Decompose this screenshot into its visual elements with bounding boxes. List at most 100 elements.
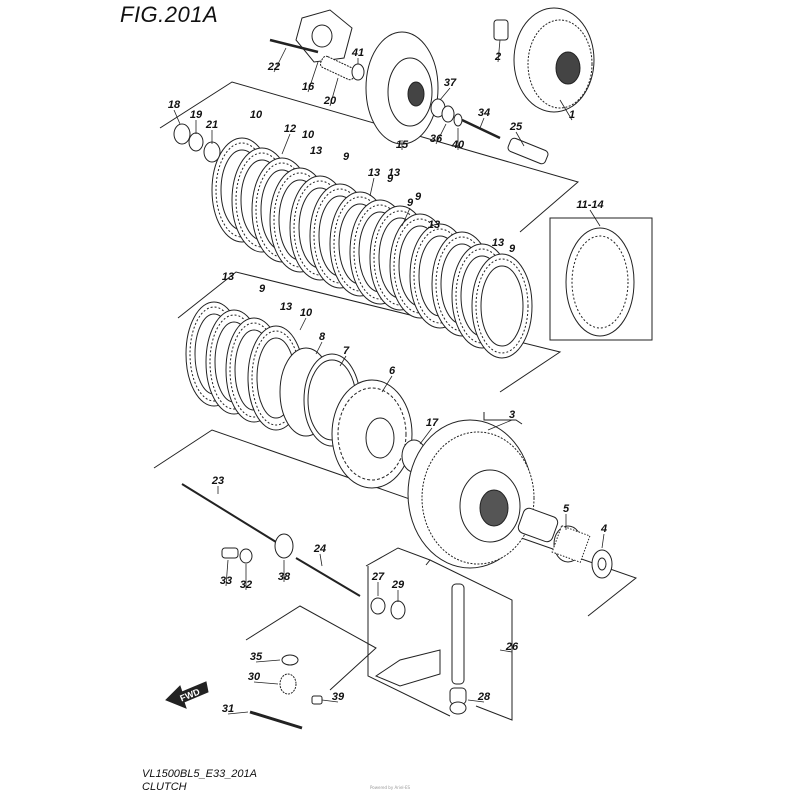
leader-10 (299, 317, 307, 331)
fwd-arrow: FWD (165, 681, 209, 709)
callout-29: 29 (391, 579, 405, 591)
leader-6 (381, 375, 393, 393)
ring-40 (453, 113, 463, 127)
callout-13-repeat-3: 13 (428, 219, 440, 231)
leader-37 (439, 87, 451, 101)
callout-5: 5 (563, 503, 570, 515)
callout-32: 32 (240, 579, 252, 591)
leader-33 (225, 559, 229, 587)
leader-lines (173, 39, 605, 715)
callout-15: 15 (396, 139, 409, 151)
callout-10-repeat-1: 10 (250, 109, 263, 121)
callout-17: 17 (426, 417, 439, 429)
leader-1 (559, 99, 573, 121)
parts-layer (173, 7, 635, 730)
bushing-28-base (449, 701, 467, 715)
callout-27: 27 (371, 571, 385, 583)
callout-16: 16 (302, 81, 315, 93)
lifter-arm (374, 649, 441, 687)
upper-plate-14-inner (480, 265, 524, 347)
callout-13-repeat-2: 13 (388, 167, 400, 179)
bolt-22 (269, 38, 319, 54)
callout-4: 4 (600, 523, 607, 535)
callout-18: 18 (168, 99, 181, 111)
leader-2 (497, 39, 501, 63)
callout-28: 28 (477, 691, 491, 703)
callout-41: 41 (351, 47, 364, 59)
clutch-hub (331, 379, 413, 489)
leader-17 (419, 427, 433, 445)
callout-38: 38 (278, 571, 291, 583)
leader-8 (315, 341, 323, 355)
frame-lower-plates (177, 271, 562, 393)
model-code: VL1500BL5_E33_201A (142, 768, 257, 780)
figure-title: FIG.201A (120, 2, 219, 27)
callout-13-repeat-5: 13 (222, 271, 234, 283)
leader-39 (321, 699, 339, 703)
bolt-39 (311, 695, 323, 705)
rod-23 (181, 483, 277, 543)
callout-7: 7 (343, 345, 350, 357)
callout-33: 33 (220, 575, 232, 587)
washer-32 (239, 548, 253, 564)
callout-36: 36 (430, 133, 443, 145)
callout-8: 8 (319, 331, 326, 343)
leader-9 (401, 207, 411, 227)
frame-lever (245, 605, 377, 691)
washer-35 (281, 654, 299, 666)
callout-37: 37 (444, 77, 457, 89)
frame-plate-detail (549, 217, 653, 341)
callout-34: 34 (478, 107, 490, 119)
callout-1: 1 (569, 109, 575, 121)
callout-30: 30 (248, 671, 261, 683)
needle-bearing-rollers (551, 525, 591, 563)
callout-9-repeat-2: 9 (387, 173, 394, 185)
clutch-hub-bore (365, 417, 395, 459)
lifter-piece-25 (507, 137, 549, 165)
callout-3: 3 (509, 409, 515, 421)
pressure-plate-15 (365, 31, 439, 145)
pressure-plate-boss (407, 81, 425, 107)
leader-30 (253, 681, 279, 685)
callout-25: 25 (509, 121, 523, 133)
section-name: CLUTCH (142, 781, 187, 793)
washer-41 (351, 63, 365, 81)
callout-9: 9 (407, 197, 414, 209)
ring-27 (370, 597, 386, 615)
leader-26 (499, 649, 513, 653)
washer-21 (203, 141, 221, 163)
clutch-assembly-1 (513, 7, 595, 113)
callout-21: 21 (205, 119, 218, 131)
washer-4-hole (597, 557, 607, 571)
lifter-shaft (451, 583, 465, 685)
frame-lifter-left (367, 566, 451, 717)
callout-12: 12 (284, 123, 296, 135)
sleeve-spacer (517, 507, 559, 543)
fine-print: Powered by Ariel-ES (370, 785, 411, 790)
fwd-arrow-label: FWD (178, 686, 201, 703)
leader-13 (369, 177, 375, 197)
rod-34 (461, 118, 501, 140)
callout-40: 40 (451, 139, 465, 151)
clutch-housing (407, 419, 535, 569)
callout-9-repeat-4: 9 (509, 243, 516, 255)
callout-39: 39 (332, 691, 345, 703)
callout-9-repeat-1: 9 (343, 151, 350, 163)
callout-13: 13 (368, 167, 380, 179)
bolt-2 (493, 19, 509, 41)
leader-7 (339, 355, 347, 367)
frame-hub-inner (483, 412, 523, 425)
callout-31: 31 (222, 703, 234, 715)
callout-22: 22 (267, 61, 280, 73)
leader-3 (487, 419, 513, 431)
callout-13-repeat-4: 13 (492, 237, 504, 249)
callout-24: 24 (313, 543, 326, 555)
leader-28 (467, 699, 485, 703)
callout-2: 2 (494, 51, 501, 63)
frame-lifter-top (365, 547, 431, 567)
callout-9-repeat-5: 9 (259, 283, 266, 295)
leader-18 (173, 109, 181, 125)
callout-11-14: 11-14 (576, 199, 603, 211)
